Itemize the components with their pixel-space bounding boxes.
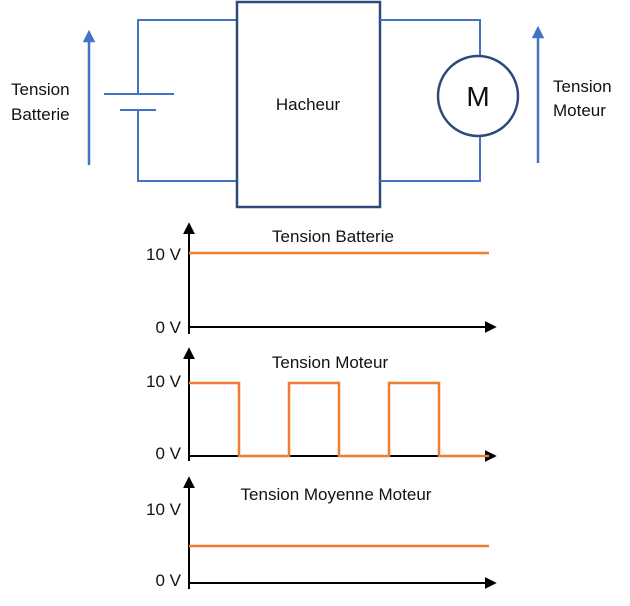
chopper-label: Hacheur — [276, 95, 341, 114]
chart-title: Tension Batterie — [272, 227, 394, 246]
wire-left — [137, 19, 237, 182]
ytick-label-10v: 10 V — [146, 500, 182, 519]
ytick-label-10v: 10 V — [146, 372, 182, 391]
motor-circle — [436, 54, 520, 138]
circuit-diagram: Tension Batterie Hacheur M Tension Moteu… — [11, 0, 612, 209]
battery-voltage-label-line2: Batterie — [11, 105, 70, 124]
ytick-label-0v: 0 V — [155, 571, 181, 590]
chart-title: Tension Moyenne Moteur — [241, 485, 432, 504]
ytick-label-10v: 10 V — [146, 245, 182, 264]
motor-voltage-label-line1: Tension — [553, 77, 612, 96]
chart-motor-voltage: Tension Moteur 10 V 0 V — [146, 347, 497, 463]
chart-mean-motor-voltage: Tension Moyenne Moteur 10 V 0 V — [146, 476, 497, 590]
motor-voltage-series — [189, 381, 489, 458]
chopper-box — [235, 0, 382, 209]
ytick-label-0v: 0 V — [155, 444, 181, 463]
motor-symbol: M — [466, 81, 489, 112]
motor-voltage-label-line2: Moteur — [553, 101, 606, 120]
battery-voltage-label-line1: Tension — [11, 80, 70, 99]
chart-battery-voltage: Tension Batterie 10 V 0 V — [146, 222, 497, 337]
wire-right — [380, 19, 481, 182]
ytick-label-0v: 0 V — [155, 318, 181, 337]
chart-title: Tension Moteur — [272, 353, 389, 372]
